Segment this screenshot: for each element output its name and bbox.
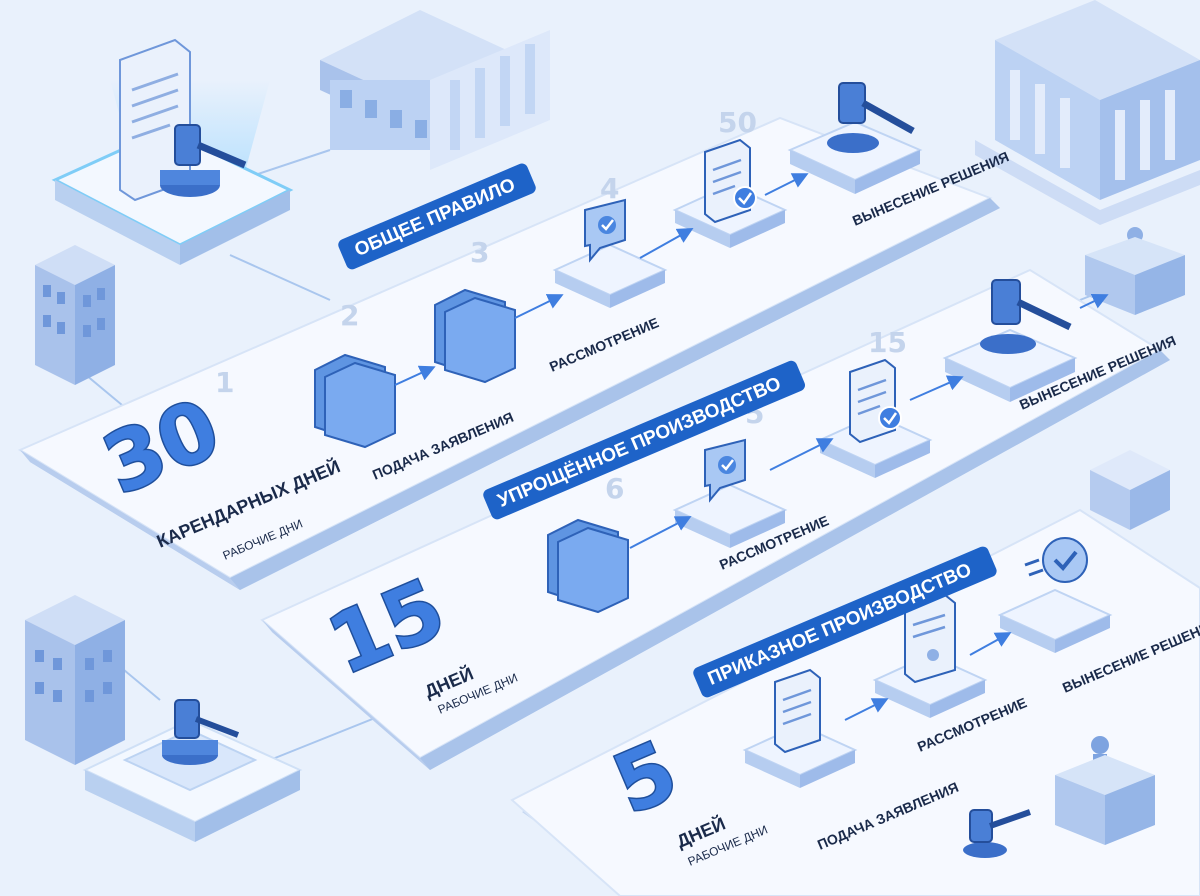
step-number: 6 [605, 472, 624, 505]
tiles-simplified: 6 5 15 [547, 279, 1109, 614]
chat-check-icon [584, 198, 626, 263]
courthouse-icon [320, 10, 550, 170]
tiles-order [742, 537, 1113, 788]
gavel-icon [827, 82, 915, 153]
step-number: 3 [470, 236, 489, 269]
step-number: 1 [215, 366, 234, 399]
folder-icon [547, 518, 629, 614]
step-number: 2 [340, 299, 359, 332]
box-icon [1090, 450, 1170, 530]
judge-podium-icon [1055, 736, 1155, 845]
document-check-icon [849, 358, 902, 444]
courthouse-icon [975, 0, 1200, 225]
folder-icon [314, 353, 396, 449]
folder-icon [434, 288, 516, 384]
tiles-general: 1 2 3 4 50 [215, 82, 923, 449]
check-badge-icon [1024, 537, 1088, 583]
gavel-icon [160, 124, 247, 197]
gavel-pedestal [82, 718, 303, 842]
office-building-icon [25, 595, 125, 765]
step-number: 15 [868, 326, 907, 359]
office-building-icon [35, 245, 115, 385]
document-icon [774, 668, 821, 754]
step-number: 50 [718, 106, 757, 139]
gavel-icon [963, 809, 1031, 858]
gavel-icon [980, 279, 1072, 354]
document-check-icon [704, 138, 757, 224]
chat-check-icon [704, 438, 746, 503]
step-number: 4 [600, 172, 619, 205]
document-icon [119, 38, 191, 202]
judge-podium-icon [1085, 227, 1185, 315]
gavel-icon [162, 699, 240, 765]
